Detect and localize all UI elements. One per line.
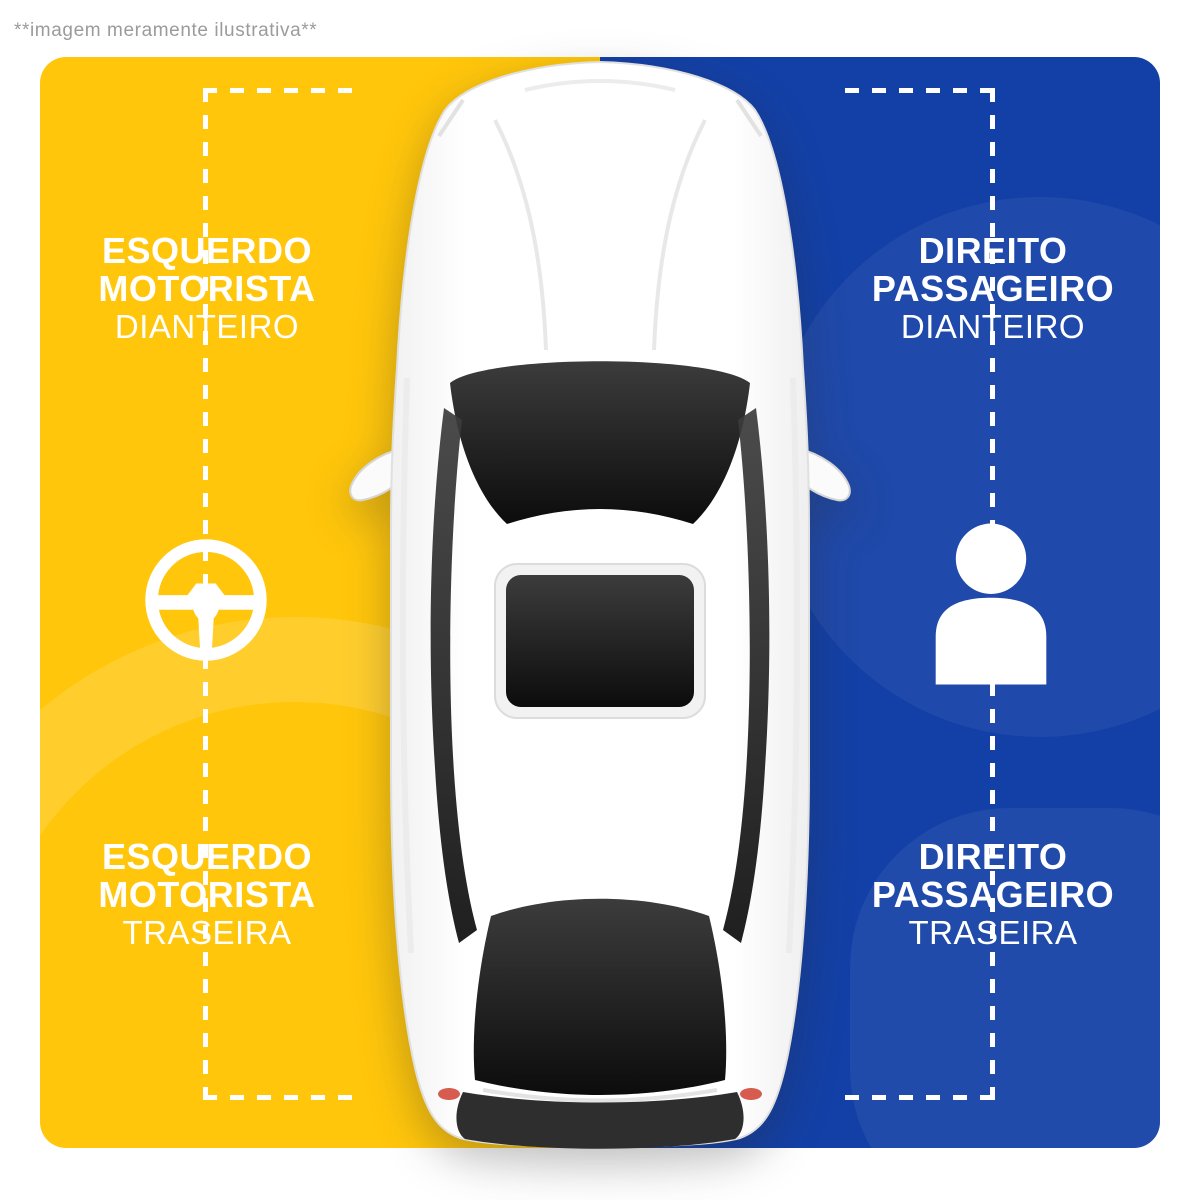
left-dashed-guide-top	[203, 88, 353, 93]
steering-wheel-icon	[138, 532, 274, 668]
side-glass-left	[430, 408, 477, 943]
right-dashed-guide-top	[845, 88, 995, 93]
hood-crease-right	[652, 119, 707, 351]
nose-crease	[524, 79, 676, 92]
trunk-crease	[482, 1088, 718, 1103]
body-shade-right	[786, 377, 801, 954]
rear-bumper	[456, 1092, 744, 1149]
label-line: DIREITO	[918, 836, 1068, 877]
label-line: DIANTEIRO	[114, 308, 300, 345]
headlight-hint-right	[735, 98, 763, 138]
headlight-hint-left	[437, 98, 465, 138]
label-left-rear: ESQUERDO MOTORISTA TRASEIRA	[57, 838, 357, 952]
label-line: ESQUERDO	[101, 230, 313, 271]
person-icon	[915, 516, 1067, 692]
side-glass-right	[723, 408, 770, 943]
body-shade-left	[399, 377, 414, 954]
right-dashed-guide-bottom	[845, 1095, 995, 1100]
rear-window	[473, 898, 727, 1095]
label-line: TRASEIRA	[908, 914, 1078, 951]
label-right-front: DIREITO PASSAGEIRO DIANTEIRO	[843, 232, 1143, 346]
label-line: PASSAGEIRO	[871, 874, 1115, 915]
label-line: PASSAGEIRO	[871, 268, 1115, 309]
car-top-view-illustration	[349, 60, 851, 1149]
sunroof-glass	[506, 575, 694, 707]
windshield	[450, 361, 750, 524]
taillight-left	[438, 1088, 460, 1100]
label-line: ESQUERDO	[101, 836, 313, 877]
label-left-front: ESQUERDO MOTORISTA DIANTEIRO	[57, 232, 357, 346]
left-dashed-guide-bottom	[203, 1095, 353, 1100]
watermark-blob	[850, 808, 1160, 1148]
taillight-right	[740, 1088, 762, 1100]
label-right-rear: DIREITO PASSAGEIRO TRASEIRA	[843, 838, 1143, 952]
label-line: MOTORISTA	[98, 268, 316, 309]
label-line: DIANTEIRO	[900, 308, 1086, 345]
label-line: TRASEIRA	[122, 914, 292, 951]
label-line: DIREITO	[918, 230, 1068, 271]
hood-crease-left	[493, 119, 548, 351]
right-dashed-guide-vertical	[990, 88, 995, 1100]
label-line: MOTORISTA	[98, 874, 316, 915]
disclaimer-text: **imagem meramente ilustrativa**	[14, 20, 318, 41]
